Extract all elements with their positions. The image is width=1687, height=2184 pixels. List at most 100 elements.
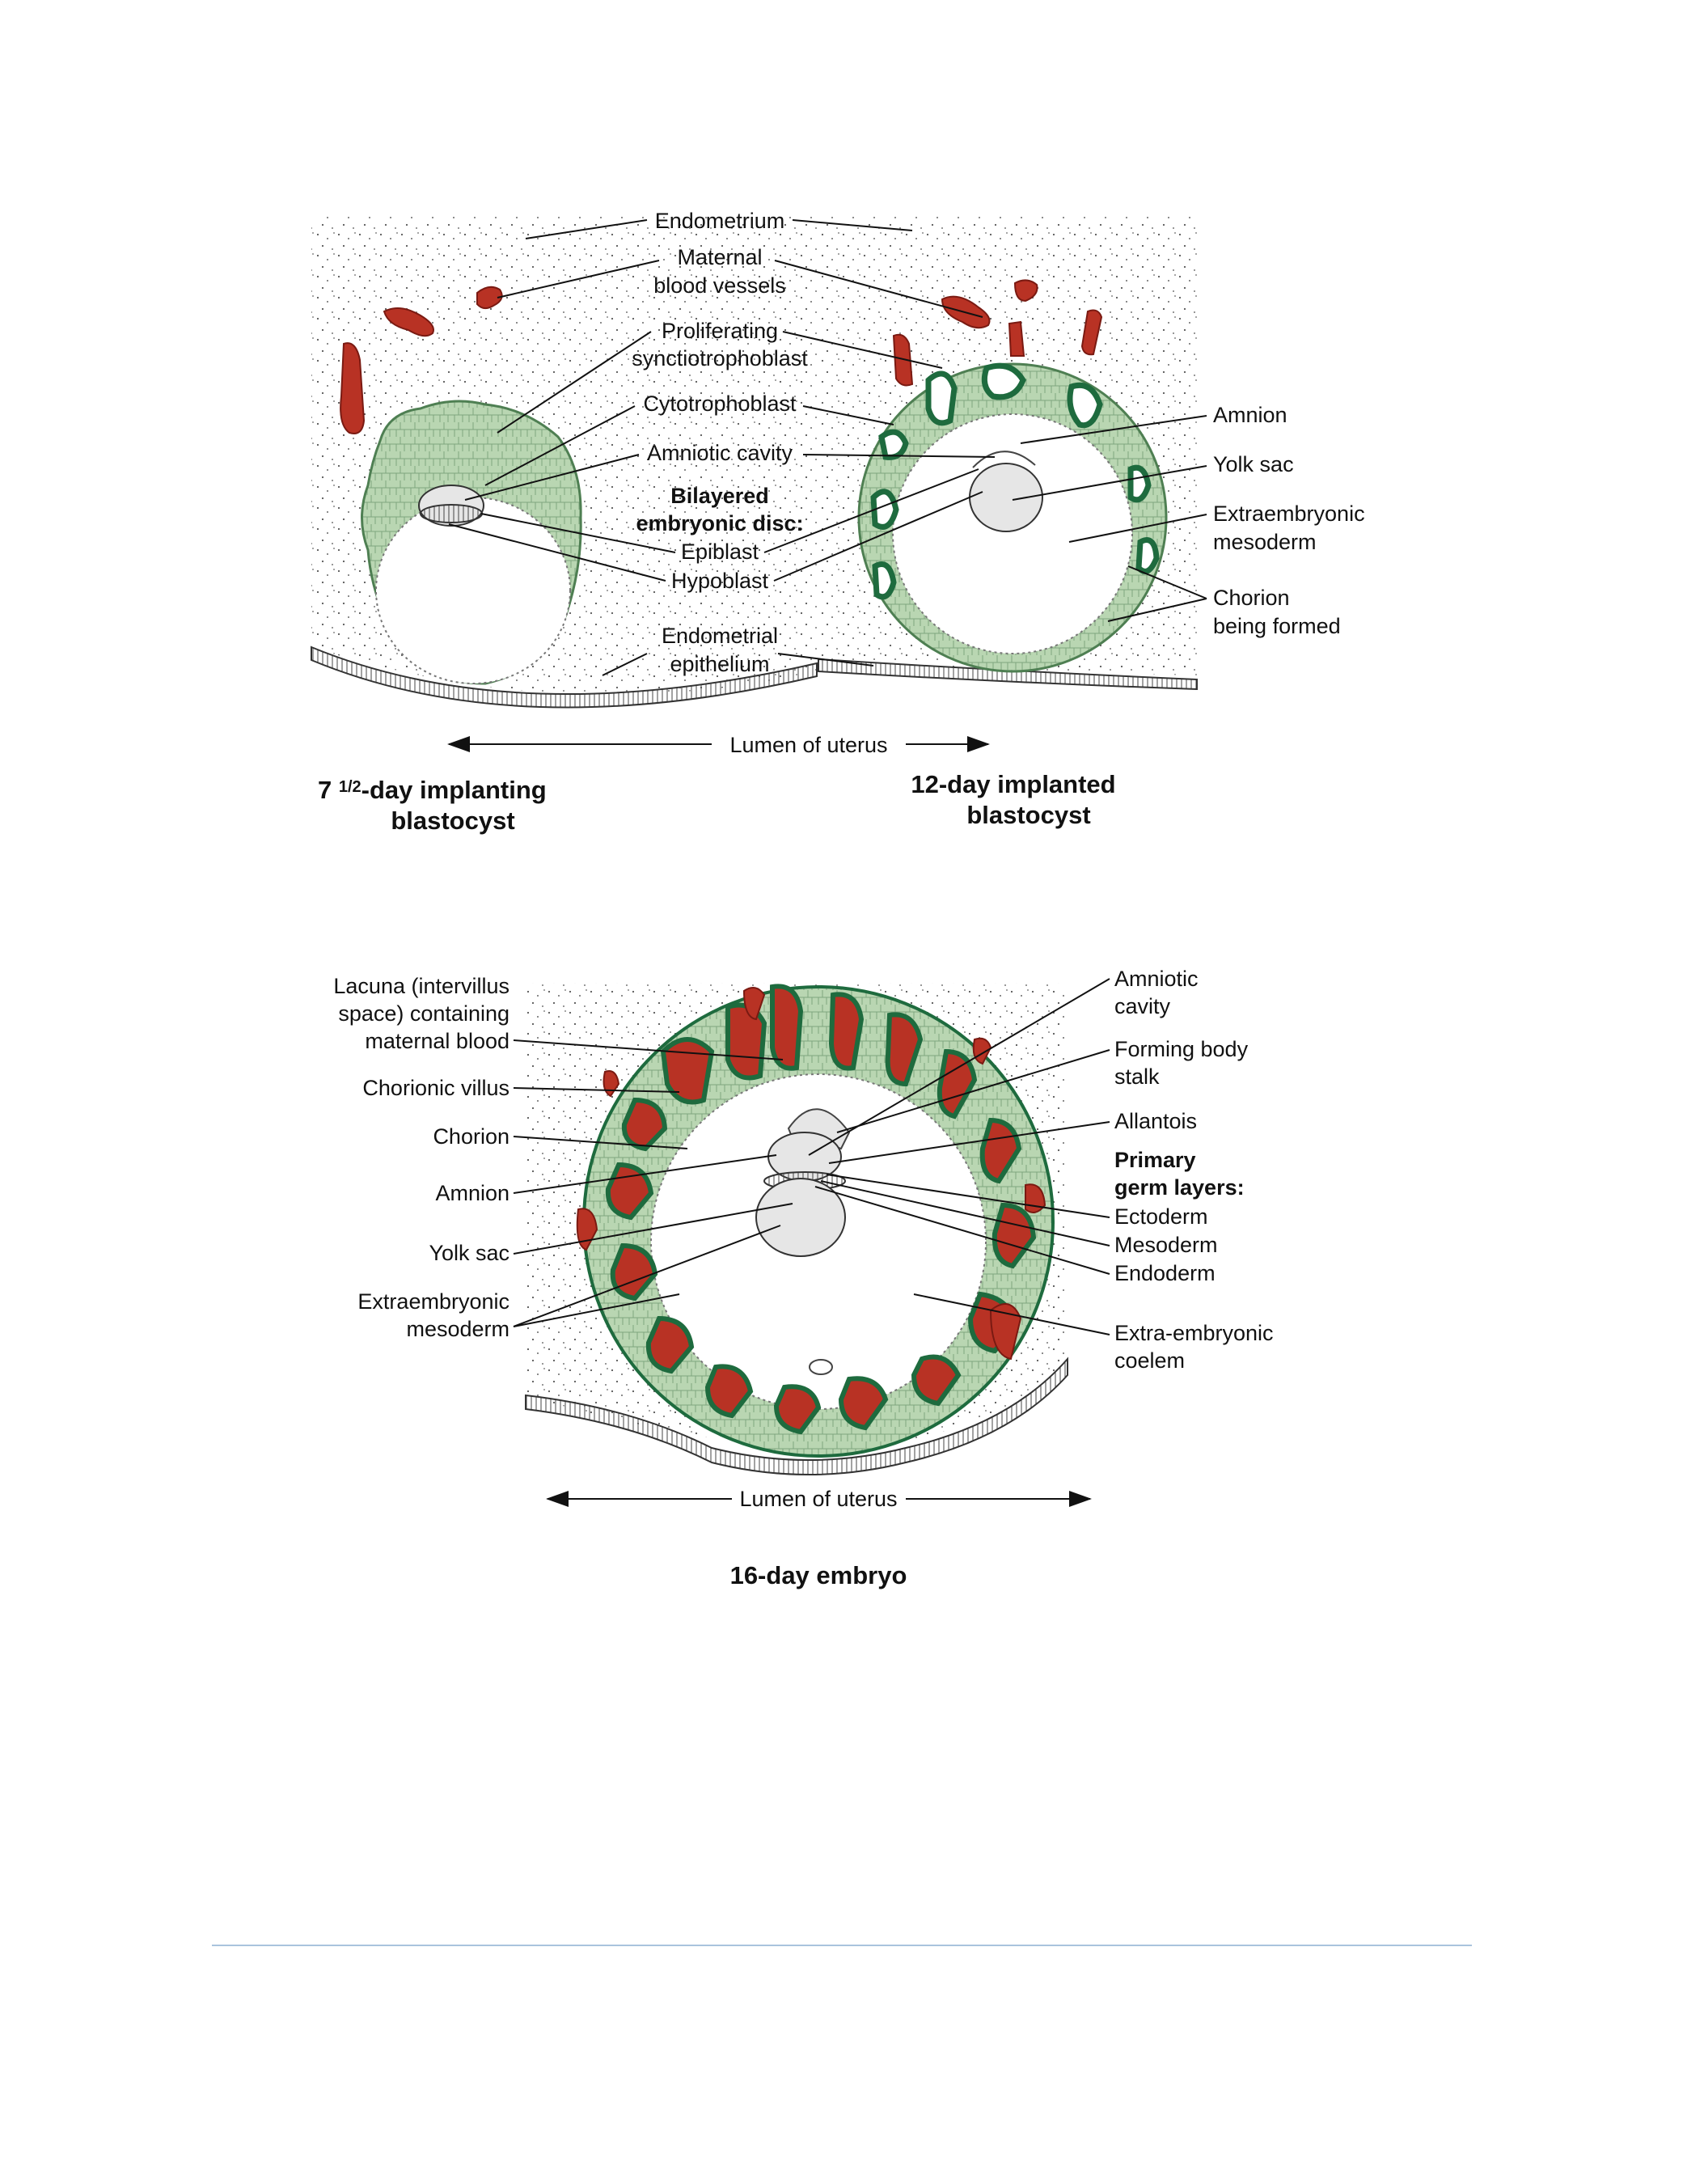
label-amnion: Amnion	[1213, 403, 1287, 427]
figure-b-labels: Lacuna (intervillus space) containing ma…	[333, 967, 1273, 1589]
lacuna-b12	[773, 1384, 822, 1435]
label-extraembryonic-mesoderm-2: mesoderm	[1213, 530, 1317, 554]
label-lumen-b: Lumen of uterus	[739, 1487, 897, 1511]
sixteen-day-embryo-drawing	[525, 983, 1068, 1475]
label-allantois: Allantois	[1114, 1109, 1197, 1133]
leader-endometrium-r	[792, 219, 913, 231]
label-extraembryonic-mesoderm-b-1: Extraembryonic	[357, 1289, 509, 1314]
leader-cytotrophoblast-r	[802, 405, 894, 425]
leader-yolk-sac-b	[513, 1203, 793, 1255]
leader-extraembryonic-r	[1068, 514, 1207, 543]
lacuna-b6	[937, 1048, 978, 1120]
label-amniotic-cavity-b-2: cavity	[1114, 994, 1171, 1018]
leader-chorion-a	[1127, 565, 1207, 599]
lacuna-b13	[704, 1364, 754, 1419]
lacuna-b1	[660, 1037, 715, 1105]
lacuna-r3	[1067, 382, 1103, 429]
label-primary-1: Primary	[1114, 1148, 1196, 1172]
leader-endoderm	[814, 1186, 1110, 1275]
leader-chorion-b	[513, 1136, 688, 1149]
lacuna-b17	[621, 1097, 668, 1152]
leader-proliferating-l	[497, 331, 652, 434]
maternal-blood-b4	[989, 1303, 1022, 1361]
lacuna-r6	[1127, 464, 1152, 503]
lacuna-b7	[979, 1117, 1022, 1184]
label-hypoblast: Hypoblast	[671, 569, 769, 593]
yolk-sac-b	[755, 1178, 846, 1257]
maternal-vessel-b5	[1080, 309, 1103, 356]
label-lacuna-3: maternal blood	[365, 1029, 509, 1053]
maternal-blood-b2	[972, 1037, 992, 1065]
label-lacuna-1: Lacuna (intervillus	[333, 974, 509, 998]
label-yolk-sac: Yolk sac	[1213, 452, 1294, 476]
label-proliferating-2: synctiotrophoblast	[632, 346, 808, 370]
label-ectoderm: Ectoderm	[1114, 1204, 1208, 1229]
leader-epithelium-r	[777, 653, 874, 667]
label-maternal-vessels-2: blood vessels	[653, 273, 786, 298]
epiblast-hypoblast-left	[420, 504, 483, 523]
title-7-5-day-line2: blastocyst	[391, 806, 514, 835]
leader-amnion-r	[1020, 415, 1207, 444]
label-lacuna-2: space) containing	[338, 1001, 509, 1026]
leader-proliferating-r	[782, 331, 943, 369]
title-12-day-line2: blastocyst	[966, 801, 1090, 829]
lacuna-b2	[725, 1002, 767, 1081]
title-7-5-day-fraction: 1/2	[339, 778, 362, 796]
lacuna-b4	[828, 992, 865, 1071]
lacuna-r5	[870, 489, 899, 530]
title-7-5-day-line1: 7 1/2-day implanting	[318, 776, 547, 804]
leader-coelem	[913, 1293, 1110, 1335]
title-7-5-day-prefix: 7	[318, 776, 339, 804]
label-extraembryonic-mesoderm-b-2: mesoderm	[406, 1317, 509, 1341]
label-amniotic-cavity-b-1: Amniotic	[1114, 967, 1199, 991]
lacuna-b10	[911, 1354, 962, 1407]
leader-amniotic-l	[464, 454, 640, 501]
lacuna-r8	[872, 561, 897, 600]
leader-hypoblast-r	[773, 491, 983, 582]
lacuna-b5	[885, 1012, 924, 1087]
leader-lacuna	[513, 1039, 784, 1060]
title-12-day-line1: 12-day implanted	[911, 770, 1115, 798]
uterine-epithelium-right	[818, 658, 1198, 691]
maternal-vessel-b3	[1013, 279, 1038, 303]
lacuna-b14	[645, 1315, 695, 1374]
maternal-vessel-a1	[340, 342, 366, 434]
maternal-vessel-b4	[1008, 320, 1025, 357]
label-coelem-1: Extra-embryonic	[1114, 1321, 1274, 1345]
leader-hypoblast-l	[448, 523, 666, 582]
uterine-epithelium-b	[525, 1357, 1068, 1475]
maternal-vessel-a2	[383, 307, 434, 337]
label-endoderm: Endoderm	[1114, 1261, 1216, 1285]
amnion-right	[972, 451, 1036, 468]
uterine-epithelium-left	[311, 645, 818, 709]
lacuna-r2	[981, 362, 1026, 400]
lacuna-r7	[1135, 537, 1160, 574]
allantois-b	[809, 1359, 833, 1375]
leader-epiblast-l	[480, 513, 676, 553]
title-16-day: 16-day embryo	[730, 1561, 907, 1589]
leader-chorion-b	[1107, 598, 1207, 622]
label-bilayered-1: Bilayered	[670, 484, 769, 508]
label-body-stalk-1: Forming body	[1114, 1037, 1249, 1061]
label-amniotic-cavity: Amniotic cavity	[647, 441, 793, 465]
leader-ectoderm	[826, 1174, 1110, 1218]
label-proliferating-1: Proliferating	[662, 319, 778, 343]
implanting-blastocyst-drawing	[311, 217, 818, 709]
label-body-stalk-2: stalk	[1114, 1064, 1160, 1089]
label-chorion-b: Chorion	[433, 1124, 509, 1149]
label-endometrial-epithelium-1: Endometrial	[662, 624, 778, 648]
label-chorion-1: Chorion	[1213, 586, 1290, 610]
title-7-5-day-suffix: -day implanting	[362, 776, 547, 804]
maternal-vessel-b1	[892, 333, 914, 387]
figure-a-labels: Endometrium Maternal blood vessels Proli…	[318, 209, 1365, 835]
leader-amnion-b	[513, 1154, 777, 1194]
leader-cytotrophoblast-l	[484, 405, 636, 486]
figure-a-leaders	[447, 219, 1207, 752]
label-amnion-b: Amnion	[435, 1181, 509, 1205]
label-yolk-sac-b: Yolk sac	[429, 1241, 509, 1265]
leader-mesoderm	[820, 1180, 1110, 1246]
leader-maternal-r	[774, 260, 983, 318]
lacuna-r4	[878, 429, 909, 460]
label-endometrial-epithelium-2: epithelium	[670, 652, 769, 676]
leader-body-stalk	[836, 1049, 1110, 1133]
